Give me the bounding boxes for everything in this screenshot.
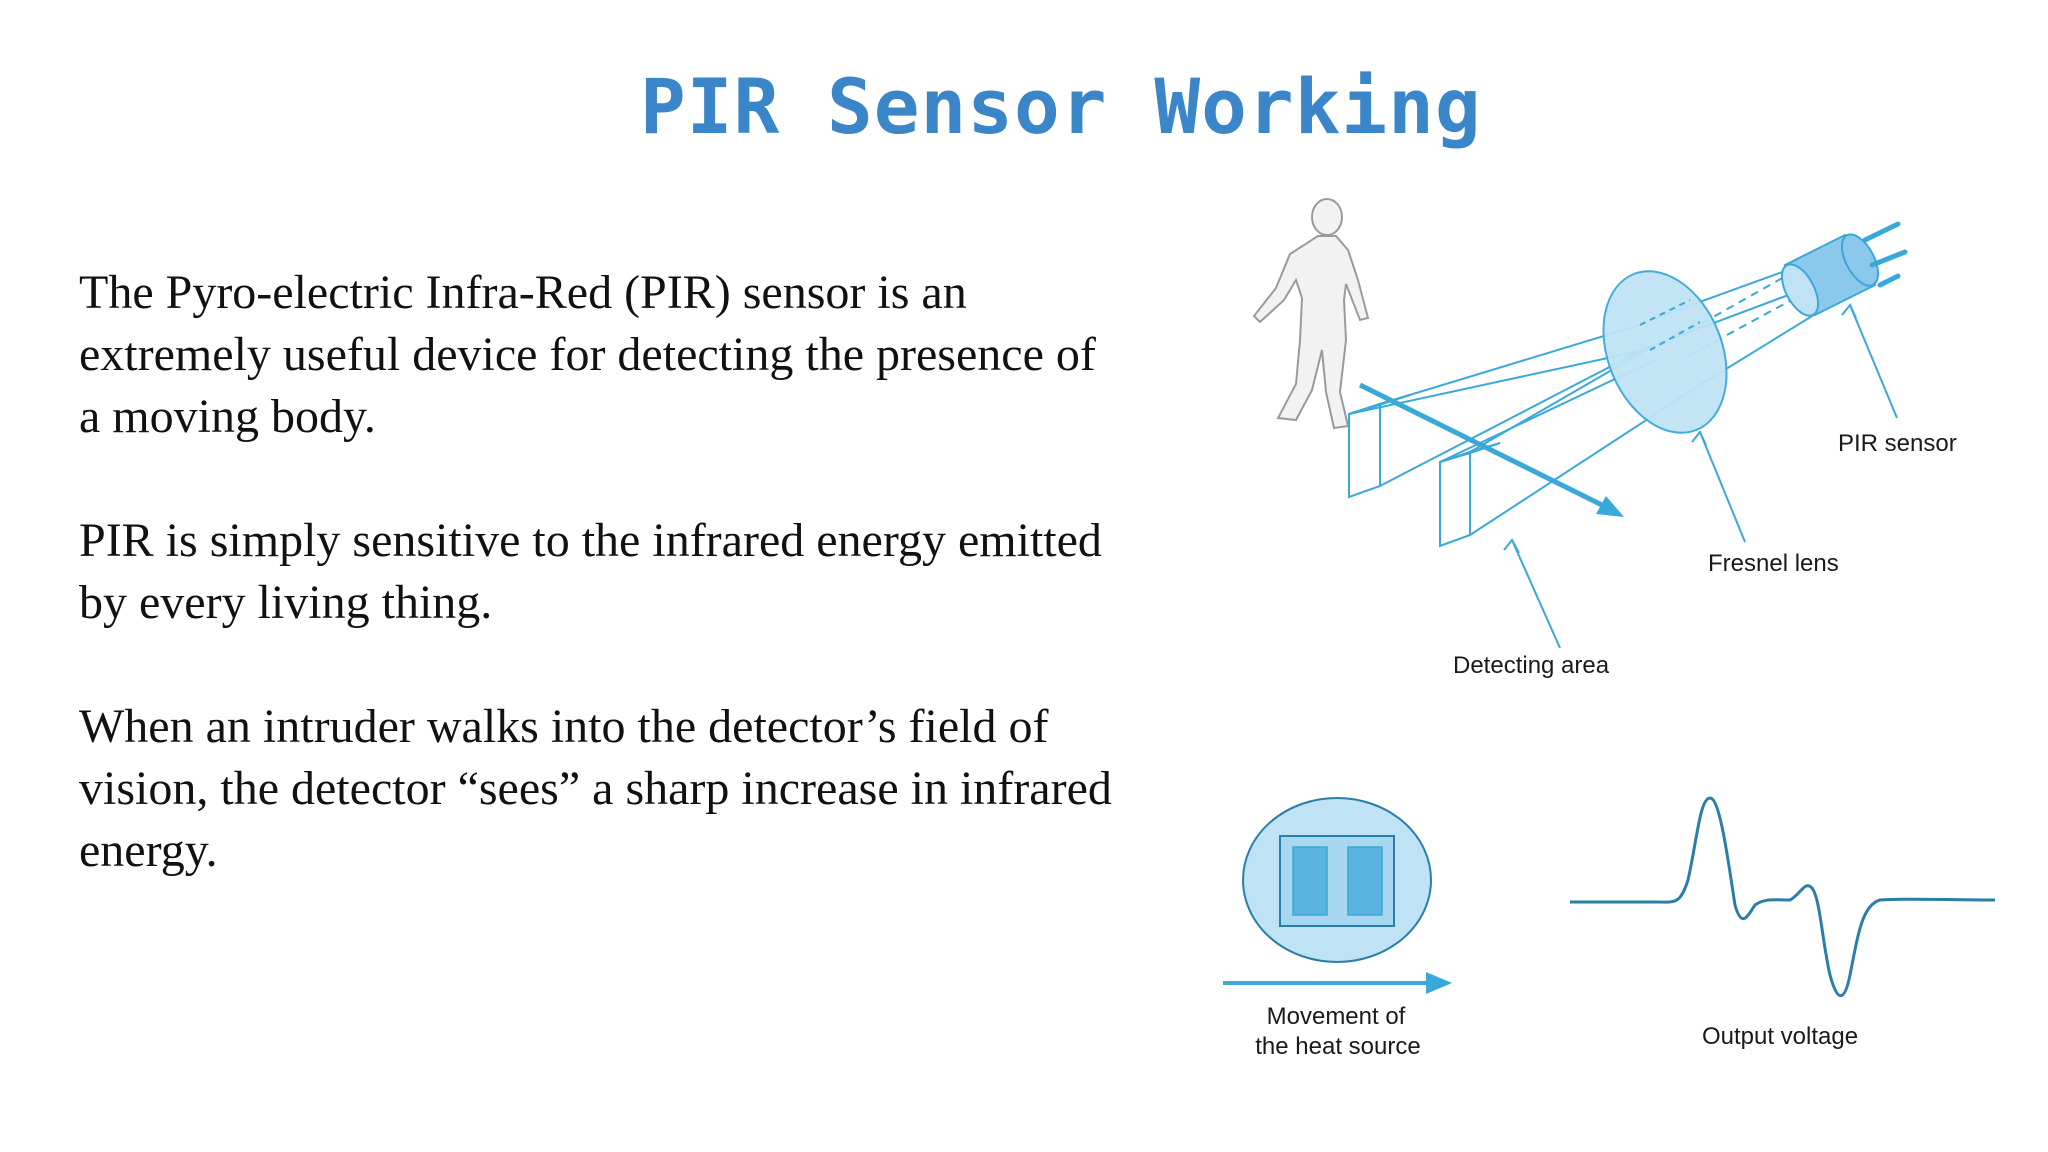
heat-movement-arrow bbox=[1223, 972, 1452, 994]
pir-sensor-shape bbox=[1780, 221, 1908, 317]
paragraph-intruder-detection: When an intruder walks into the detector… bbox=[79, 700, 1112, 877]
callout-lines bbox=[1503, 303, 1898, 649]
detecting-area-beams bbox=[1348, 261, 1831, 548]
movement-arrow bbox=[1358, 382, 1624, 517]
dual-element-sensor bbox=[1242, 797, 1432, 963]
body-text: The Pyro-electric Infra-Red (PIR) sensor… bbox=[79, 262, 1119, 944]
label-movement-line2: the heat source bbox=[1255, 1033, 1420, 1060]
label-detecting-area: Detecting area bbox=[1453, 652, 1610, 679]
paragraph-infrared-sensitivity: PIR is simply sensitive to the infrared … bbox=[79, 514, 1102, 629]
walking-person-illustration bbox=[1252, 198, 1370, 430]
output-voltage-waveform bbox=[1570, 796, 1996, 998]
page-title: PIR Sensor Working bbox=[640, 62, 1482, 151]
fresnel-lens-shape bbox=[1602, 270, 1728, 434]
label-fresnel-lens: Fresnel lens bbox=[1708, 550, 1839, 577]
label-pir-sensor: PIR sensor bbox=[1838, 430, 1957, 457]
label-movement-line1: Movement of bbox=[1267, 1003, 1406, 1030]
label-output-voltage: Output voltage bbox=[1702, 1023, 1858, 1050]
paragraph-pir-intro: The Pyro-electric Infra-Red (PIR) sensor… bbox=[79, 266, 1096, 443]
